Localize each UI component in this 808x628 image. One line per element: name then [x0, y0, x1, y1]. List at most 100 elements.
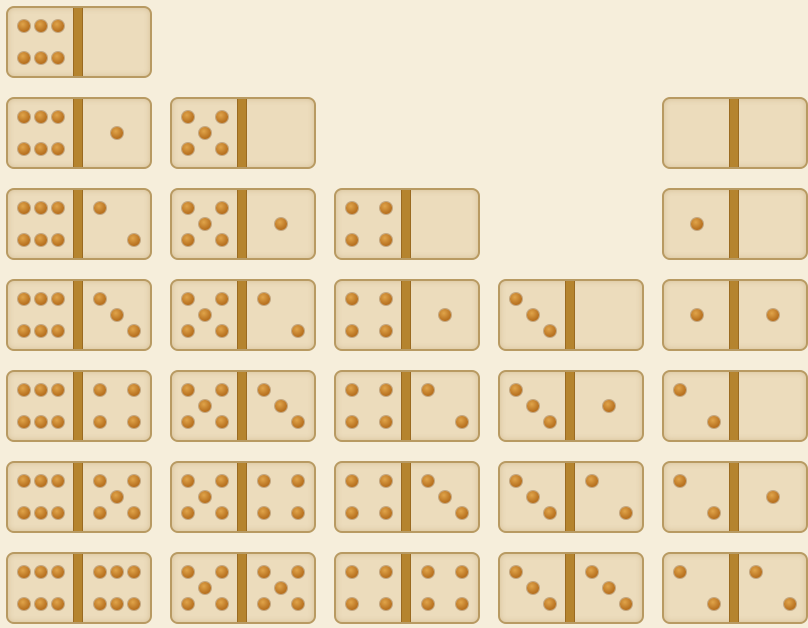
pip: [182, 202, 194, 214]
pip: [456, 416, 468, 428]
pip: [216, 416, 228, 428]
pip: [52, 234, 64, 246]
pip: [258, 293, 270, 305]
domino-right-half: [84, 463, 150, 531]
pip: [35, 52, 47, 64]
pip: [128, 566, 140, 578]
domino-divider: [729, 99, 739, 167]
pip: [258, 566, 270, 578]
domino-5-5: [170, 552, 316, 624]
pip: [527, 582, 539, 594]
domino-divider: [401, 190, 411, 258]
domino-left-half: [8, 554, 74, 622]
pip: [346, 293, 358, 305]
domino-divider: [729, 372, 739, 440]
pip: [544, 416, 556, 428]
domino-divider: [237, 554, 247, 622]
domino-5-3: [170, 370, 316, 442]
domino-2-0: [662, 370, 808, 442]
domino-right-half: [84, 372, 150, 440]
pip: [216, 475, 228, 487]
pip: [527, 491, 539, 503]
domino-left-half: [664, 281, 730, 349]
domino-divider: [729, 281, 739, 349]
pip: [18, 384, 30, 396]
pip: [292, 325, 304, 337]
pip: [35, 234, 47, 246]
domino-right-half: [412, 554, 478, 622]
pip: [292, 507, 304, 519]
domino-right-half: [412, 281, 478, 349]
pip: [94, 384, 106, 396]
domino-right-half: [84, 190, 150, 258]
domino-3-1: [498, 370, 644, 442]
domino-divider: [237, 190, 247, 258]
pip: [52, 416, 64, 428]
pip: [292, 416, 304, 428]
pip: [216, 384, 228, 396]
pip: [94, 202, 106, 214]
pip: [750, 566, 762, 578]
pip: [52, 384, 64, 396]
domino-divider: [73, 554, 83, 622]
pip: [94, 416, 106, 428]
pip: [258, 507, 270, 519]
pip: [510, 566, 522, 578]
domino-divider: [565, 281, 575, 349]
domino-left-half: [8, 463, 74, 531]
pip: [216, 111, 228, 123]
pip: [544, 598, 556, 610]
pip: [35, 111, 47, 123]
pip: [674, 475, 686, 487]
pip: [527, 400, 539, 412]
pip: [275, 582, 287, 594]
domino-left-half: [8, 372, 74, 440]
domino-6-2: [6, 188, 152, 260]
domino-4-3: [334, 461, 480, 533]
pip: [258, 384, 270, 396]
domino-left-half: [664, 190, 730, 258]
domino-left-half: [500, 463, 566, 531]
pip: [199, 127, 211, 139]
domino-left-half: [336, 281, 402, 349]
pip: [292, 598, 304, 610]
domino-left-half: [8, 281, 74, 349]
pip: [380, 325, 392, 337]
pip: [544, 325, 556, 337]
pip: [586, 566, 598, 578]
pip: [674, 384, 686, 396]
pip: [52, 20, 64, 32]
pip: [620, 598, 632, 610]
pip: [18, 111, 30, 123]
domino-divider: [401, 463, 411, 531]
domino-2-1: [662, 461, 808, 533]
pip: [18, 566, 30, 578]
pip: [182, 325, 194, 337]
pip: [35, 20, 47, 32]
pip: [182, 566, 194, 578]
domino-6-6: [6, 552, 152, 624]
pip: [182, 293, 194, 305]
pip: [510, 384, 522, 396]
pip: [456, 566, 468, 578]
domino-left-half: [8, 190, 74, 258]
domino-left-half: [664, 372, 730, 440]
pip: [346, 325, 358, 337]
pip: [35, 143, 47, 155]
domino-5-1: [170, 188, 316, 260]
pip: [94, 475, 106, 487]
domino-right-half: [248, 281, 314, 349]
domino-right-half: [740, 554, 806, 622]
domino-right-half: [740, 99, 806, 167]
pip: [182, 384, 194, 396]
pip: [784, 598, 796, 610]
pip: [346, 566, 358, 578]
pip: [216, 234, 228, 246]
pip: [18, 52, 30, 64]
pip: [52, 598, 64, 610]
domino-3-0: [498, 279, 644, 351]
pip: [216, 293, 228, 305]
pip: [586, 475, 598, 487]
pip: [182, 475, 194, 487]
